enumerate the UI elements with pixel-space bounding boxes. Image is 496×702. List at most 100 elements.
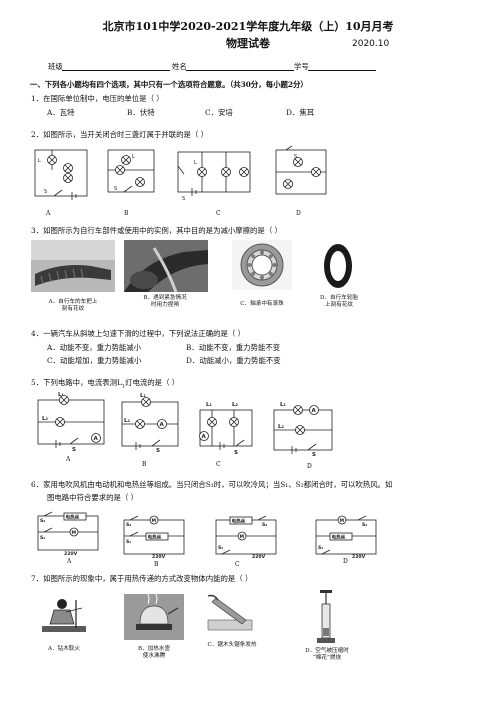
q6d-heater-label: 电热丝	[332, 534, 346, 541]
svg-text:S: S	[294, 154, 297, 160]
q2-circuit-a: L S	[34, 149, 88, 200]
svg-text:S: S	[114, 186, 117, 192]
q5-circuit-d: L₁ A L₂ S	[273, 402, 333, 458]
q4-stem: 4．一辆汽车从斜坡上匀速下滑的过程中，下列说法正确的是（ ）	[31, 329, 245, 338]
q4-option-c[interactable]: C．动能增加，重力势能减小	[47, 356, 142, 365]
q6c-heater-label: 电热丝	[232, 518, 246, 525]
q7-stem: 7．如图所示的现象中，属于用热传递的方式改变物体内能的是（ ）	[31, 574, 253, 583]
svg-text:L₂: L₂	[232, 402, 239, 408]
q7-caption-d: D．空气被压缩时“棉花”燃烧	[305, 648, 349, 661]
svg-text:S: S	[72, 447, 76, 453]
svg-text:S: S	[156, 448, 160, 454]
svg-text:L: L	[38, 158, 41, 164]
svg-text:S: S	[44, 189, 47, 195]
svg-text:S: S	[234, 450, 238, 456]
svg-text:L₂: L₂	[124, 418, 131, 424]
q7-image-saw	[202, 594, 256, 636]
q1-option-c[interactable]: C．安培	[205, 108, 233, 117]
q6-label-c[interactable]: C	[235, 561, 240, 568]
q6-circuit-d: M 电热丝 S₂ S₁ 220V	[315, 515, 377, 560]
q1-stem: 1．在国际单位制中，电压的单位是（ ）	[31, 94, 164, 103]
q3-photo-tire	[324, 244, 352, 288]
q7-caption-b: B．加热水壶使水沸腾	[137, 646, 171, 659]
exam-title: 北京市101中学2020-2021学年度九年级（上）10月月考	[102, 20, 394, 33]
q6a-heater-label: 电热丝	[66, 514, 80, 521]
svg-text:A: A	[160, 422, 165, 428]
q6a-s2-label: S₂	[40, 518, 45, 524]
svg-text:L₁: L₁	[206, 402, 213, 408]
q4-option-a[interactable]: A．动能不变，重力势能减小	[47, 343, 142, 352]
id-label: 学号	[294, 62, 309, 71]
name-blank[interactable]	[186, 70, 294, 71]
q5-circuit-b: L₁ L₂ A S	[121, 393, 179, 454]
subject-title: 物理试卷	[226, 37, 270, 50]
q6a-motor-label: M	[72, 530, 77, 536]
q6c-voltage-label: 220V	[252, 554, 266, 560]
q6b-s2-label: S₂	[126, 522, 131, 528]
q3-photo-brake	[124, 240, 208, 292]
svg-text:L: L	[132, 154, 135, 160]
svg-text:L₂: L₂	[278, 424, 285, 430]
q5-label-a[interactable]: A	[66, 456, 71, 463]
q6b-s1-label: S₁	[126, 539, 131, 545]
q7-caption-c: C．锯木头锯条发热	[207, 642, 257, 648]
q5-label-b[interactable]: B	[142, 461, 147, 468]
q4-option-b[interactable]: B．动能不变，重力势能不变	[186, 343, 281, 352]
q6d-s1-label: S₁	[318, 545, 323, 551]
svg-text:L: L	[194, 160, 197, 166]
q6d-motor-label: M	[340, 518, 345, 524]
q7-image-kettle	[124, 594, 184, 640]
q2-circuit-b: L S	[107, 149, 155, 193]
section1-heading: 一、下列各小题均有四个选项，其中只有一个选项符合题意。（共30分，每小题2分）	[30, 80, 308, 89]
q7-image-air-compression	[314, 590, 338, 646]
q6a-voltage-label: 220V	[64, 551, 78, 557]
q6-line1: 6．家用电吹风机由电动机和电热丝等组成。当只闭合S₁时，可以吹冷风；当S₁、S₂…	[31, 480, 393, 489]
q6-line2: 图电路中符合要求的是（ ）	[47, 493, 139, 502]
q1-option-d[interactable]: D．焦耳	[286, 108, 315, 117]
q7-caption-a: A．钻木取火	[47, 646, 80, 652]
q3-caption-c: C．轴承中有滚珠	[240, 301, 284, 307]
q1-option-a[interactable]: A．瓦特	[47, 108, 75, 117]
svg-text:A: A	[202, 434, 207, 440]
q6-label-a[interactable]: A	[67, 558, 72, 565]
q6b-voltage-label: 220V	[152, 554, 166, 560]
svg-text:A: A	[312, 408, 317, 414]
q3-stem: 3．如图所示为自行车部件或使用中的实例，其中目的是为减小摩擦的是（ ）	[31, 226, 282, 235]
q5-label-c[interactable]: C	[216, 461, 221, 468]
q7-image-drill-wood	[36, 594, 92, 640]
q2-label-a[interactable]: A	[46, 210, 51, 217]
id-blank[interactable]	[308, 70, 376, 71]
q4-option-d[interactable]: D．动能减小，重力势能不变	[186, 356, 281, 365]
q2-circuit-d: S	[275, 145, 327, 195]
q6b-motor-label: M	[152, 518, 157, 524]
q6b-heater-label: 电热丝	[148, 534, 162, 541]
q6c-s1-label: S₁	[218, 545, 223, 551]
svg-text:L₁: L₁	[280, 402, 287, 408]
q6-label-d[interactable]: D	[343, 558, 348, 565]
class-blank[interactable]	[62, 70, 170, 71]
svg-text:L₁: L₁	[58, 392, 65, 398]
svg-text:L₂: L₂	[42, 416, 49, 422]
q5-circuit-a: L₁ L₂ A S	[37, 392, 105, 453]
svg-text:L₁: L₁	[140, 393, 147, 399]
q5-label-d[interactable]: D	[307, 463, 312, 470]
q3-photo-bearing	[232, 240, 292, 290]
q6d-voltage-label: 220V	[352, 554, 366, 560]
q2-label-c[interactable]: C	[216, 210, 221, 217]
name-label: 姓名	[172, 62, 187, 71]
q2-circuit-c: L S	[177, 151, 251, 202]
q6d-s2-label: S₂	[362, 522, 367, 528]
q3-caption-b: B．遇到紧急情况时用力捏闸	[143, 295, 187, 308]
svg-text:A: A	[94, 436, 99, 442]
svg-text:S: S	[312, 452, 316, 458]
q6-label-b[interactable]: B	[154, 561, 159, 568]
q3-caption-d: D．自行车轮胎上刻有花纹	[319, 295, 359, 308]
q2-label-d[interactable]: D	[296, 210, 301, 217]
q1-option-b[interactable]: B．伏特	[127, 108, 155, 117]
exam-date: 2020.10	[352, 39, 390, 49]
q2-label-b[interactable]: B	[124, 210, 129, 217]
q2-stem: 2．如图所示，当开关闭合时三盏灯属于并联的是（ ）	[31, 130, 209, 139]
